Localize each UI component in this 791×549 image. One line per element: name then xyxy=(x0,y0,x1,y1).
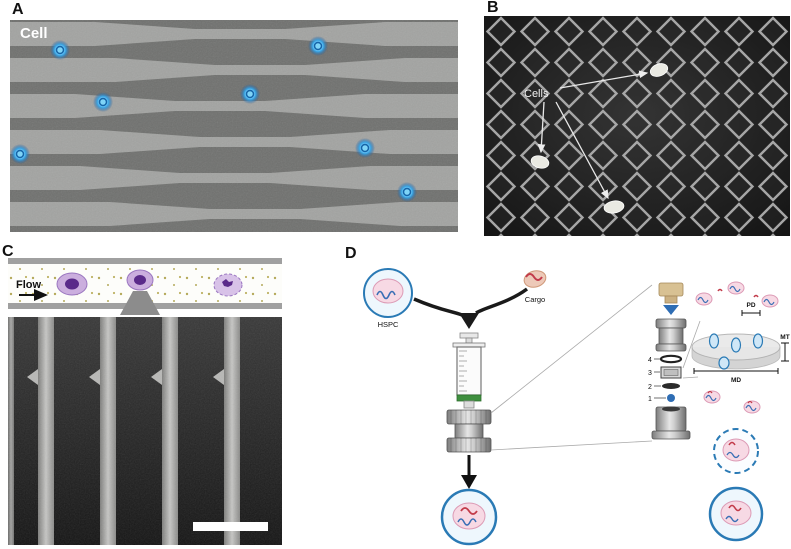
md-bracket xyxy=(693,368,779,374)
zoom-lines-membrane xyxy=(682,320,701,379)
pd-bracket xyxy=(741,310,761,316)
output-cell xyxy=(440,488,498,546)
final-cell-circle xyxy=(708,486,764,542)
merge-arrowhead-icon xyxy=(459,313,479,329)
panel-a-micrograph: Cell xyxy=(10,20,458,232)
panel-c-flow-schematic: Flow xyxy=(8,258,282,315)
panel-b-label: B xyxy=(487,0,499,16)
hspc-label: HSPC xyxy=(378,320,399,329)
channel-wall xyxy=(8,258,282,264)
blue-cell xyxy=(355,138,375,158)
part-number-3: 3 xyxy=(648,370,652,377)
sem-noise-texture xyxy=(8,317,282,545)
scale-bar xyxy=(193,522,268,531)
cell-blob xyxy=(530,155,550,169)
hspc-cell xyxy=(363,268,413,318)
blue-cell xyxy=(10,144,30,164)
filter-holder xyxy=(446,409,492,453)
sem-noise-texture xyxy=(10,20,458,232)
membrane-chip-part xyxy=(660,366,682,379)
purple-cell xyxy=(213,273,243,297)
membrane-disc xyxy=(691,333,781,370)
mt-label: MT xyxy=(780,334,789,341)
cells-above-membrane xyxy=(695,281,779,308)
cells-arrows xyxy=(537,70,649,200)
panel-c-sem xyxy=(8,317,282,545)
panel-a-label: A xyxy=(12,1,24,18)
cells-annotation: Cells xyxy=(524,88,549,100)
cells-arrow xyxy=(559,70,649,89)
part-leader-lines xyxy=(654,358,666,399)
cell-blob xyxy=(603,200,625,214)
part-number-1: 1 xyxy=(648,396,652,403)
zoom-lines xyxy=(490,284,653,451)
panel-d-label: D xyxy=(345,245,357,262)
down-arrowhead-icon xyxy=(461,475,477,489)
gasket-part xyxy=(662,383,680,389)
blue-cell xyxy=(240,84,260,104)
part-number-4: 4 xyxy=(648,357,652,364)
blue-cell xyxy=(397,182,417,202)
pd-label: PD xyxy=(746,302,755,309)
part-number-2: 2 xyxy=(648,384,652,391)
zoom-wedge xyxy=(120,291,160,315)
md-label: MD xyxy=(731,377,741,384)
panel-c-label: C xyxy=(2,243,14,260)
purple-cell xyxy=(56,272,88,296)
purple-cell xyxy=(126,269,154,291)
cells-below-membrane xyxy=(703,390,761,414)
seal-part xyxy=(667,394,675,402)
cell-blob xyxy=(649,63,669,77)
cargo-icon xyxy=(523,270,547,288)
merge-arrow xyxy=(413,287,529,317)
cells-arrow xyxy=(537,101,546,154)
syringe xyxy=(452,332,486,409)
mt-bracket xyxy=(781,342,789,362)
micropillar-array xyxy=(484,16,790,236)
flow-label: Flow xyxy=(16,279,41,291)
cell-annotation: Cell xyxy=(20,25,48,42)
blue-cell xyxy=(93,92,113,112)
dashed-cell-circle xyxy=(713,428,759,474)
blue-cells xyxy=(10,36,417,202)
cells-arrow xyxy=(555,101,609,200)
panel-d-schematic: HSPC Cargo xyxy=(363,268,790,546)
membrane-detail: PD MT MD xyxy=(691,281,790,542)
trapped-cells xyxy=(530,63,669,214)
blue-cell xyxy=(50,40,70,60)
panel-b-micrograph: Cells xyxy=(484,16,790,236)
o-ring-part xyxy=(659,354,683,364)
cargo-label: Cargo xyxy=(525,295,545,304)
exploded-stack: 4 3 2 1 xyxy=(648,282,691,440)
blue-cell xyxy=(308,36,328,56)
